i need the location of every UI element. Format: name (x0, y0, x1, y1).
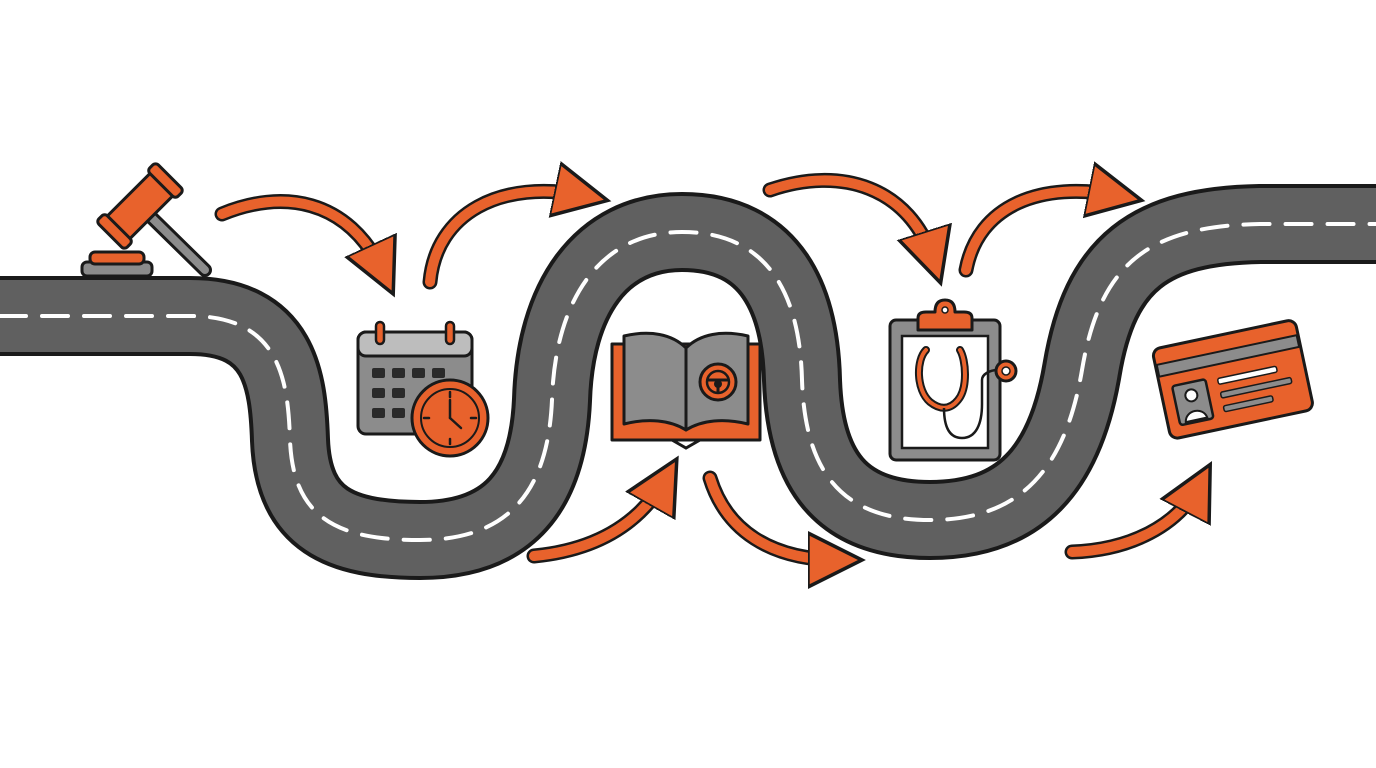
flow-arrows (214, 175, 1200, 561)
medical-clipboard-stethoscope-icon (888, 298, 1018, 462)
steering-wheel-icon (698, 362, 738, 402)
flow-arrow (529, 478, 666, 561)
calendar-clock-icon (356, 320, 490, 458)
driver-license-card-icon (1151, 319, 1314, 440)
driving-manual-book-icon (610, 331, 762, 450)
flow-arrow (961, 191, 1120, 275)
road-center-dashes (0, 222, 1376, 543)
flow-arrow (1067, 484, 1200, 557)
flow-arrow (425, 191, 586, 287)
flow-arrow (705, 473, 840, 560)
winding-road (0, 184, 1376, 580)
gavel-icon (80, 162, 212, 278)
flow-arrow (217, 196, 384, 274)
flow-arrow (765, 175, 934, 262)
